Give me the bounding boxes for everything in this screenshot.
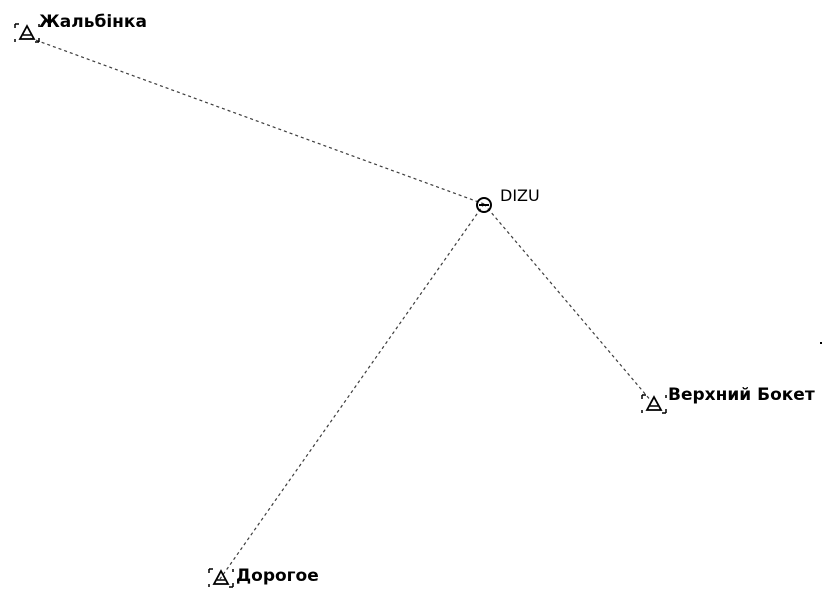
stray-dot: [820, 342, 822, 344]
point-label-dorogoe: Дорогое: [236, 566, 319, 586]
triangle-benchmark-icon: [208, 568, 234, 588]
triangle-benchmark-icon: [14, 23, 40, 43]
circle-dot-icon: [476, 197, 492, 213]
center-label: DIZU: [500, 186, 540, 205]
link-dizu-dorogoe: [219, 203, 485, 580]
point-label-verkhniy-boket: Верхний Бокет: [668, 385, 815, 405]
point-label-zhalbinka: Жальбінка: [39, 12, 147, 32]
link-dizu-verkhniy-boket: [483, 203, 653, 403]
link-dizu-zhalbinka: [29, 37, 485, 205]
triangle-benchmark-icon: [641, 394, 667, 414]
